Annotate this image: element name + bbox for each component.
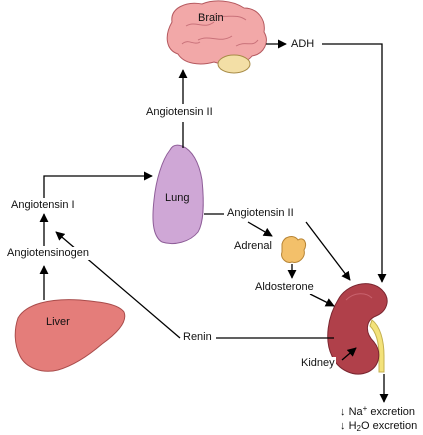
lung-label: Lung	[165, 192, 190, 204]
arrow-angiotensin-i-to-lung	[43, 171, 153, 198]
brain-label: Brain	[198, 12, 224, 24]
adrenal-image	[281, 236, 307, 263]
arrow-angiotensin-ii-to-adrenal	[247, 221, 273, 237]
arrow-kidney-label	[341, 347, 357, 361]
aldosterone-label: Aldosterone	[254, 281, 315, 294]
angiotensin-ii-mid-label: Angiotensin II	[226, 207, 295, 220]
adh-label: ADH	[291, 38, 315, 50]
kidney-label: Kidney	[300, 357, 336, 370]
down-arrow-icon: ↓	[340, 420, 346, 432]
lung-image	[152, 144, 204, 245]
kidney-image	[327, 283, 388, 375]
renin-label: Renin	[182, 331, 213, 344]
adrenal-label: Adrenal	[233, 240, 273, 253]
arrow-adh-to-kidney	[322, 43, 387, 283]
brain-image	[166, 0, 267, 74]
liver-label: Liver	[46, 316, 70, 328]
sodium-excretion-label: ↓ Na+ excretion	[340, 404, 415, 418]
arrow-angiotensin-ii-to-kidney	[305, 221, 351, 281]
angiotensin-ii-top-label: Angiotensin II	[145, 106, 214, 119]
angiotensin-i-label: Angiotensin I	[10, 199, 76, 212]
water-excretion-label: ↓ H2O excretion	[340, 420, 418, 433]
angiotensinogen-label: Angiotensinogen	[6, 247, 90, 260]
ureter-image	[369, 319, 385, 373]
down-arrow-icon: ↓	[340, 406, 346, 418]
arrow-aldosterone-to-kidney	[309, 293, 335, 307]
liver-image	[14, 299, 126, 372]
